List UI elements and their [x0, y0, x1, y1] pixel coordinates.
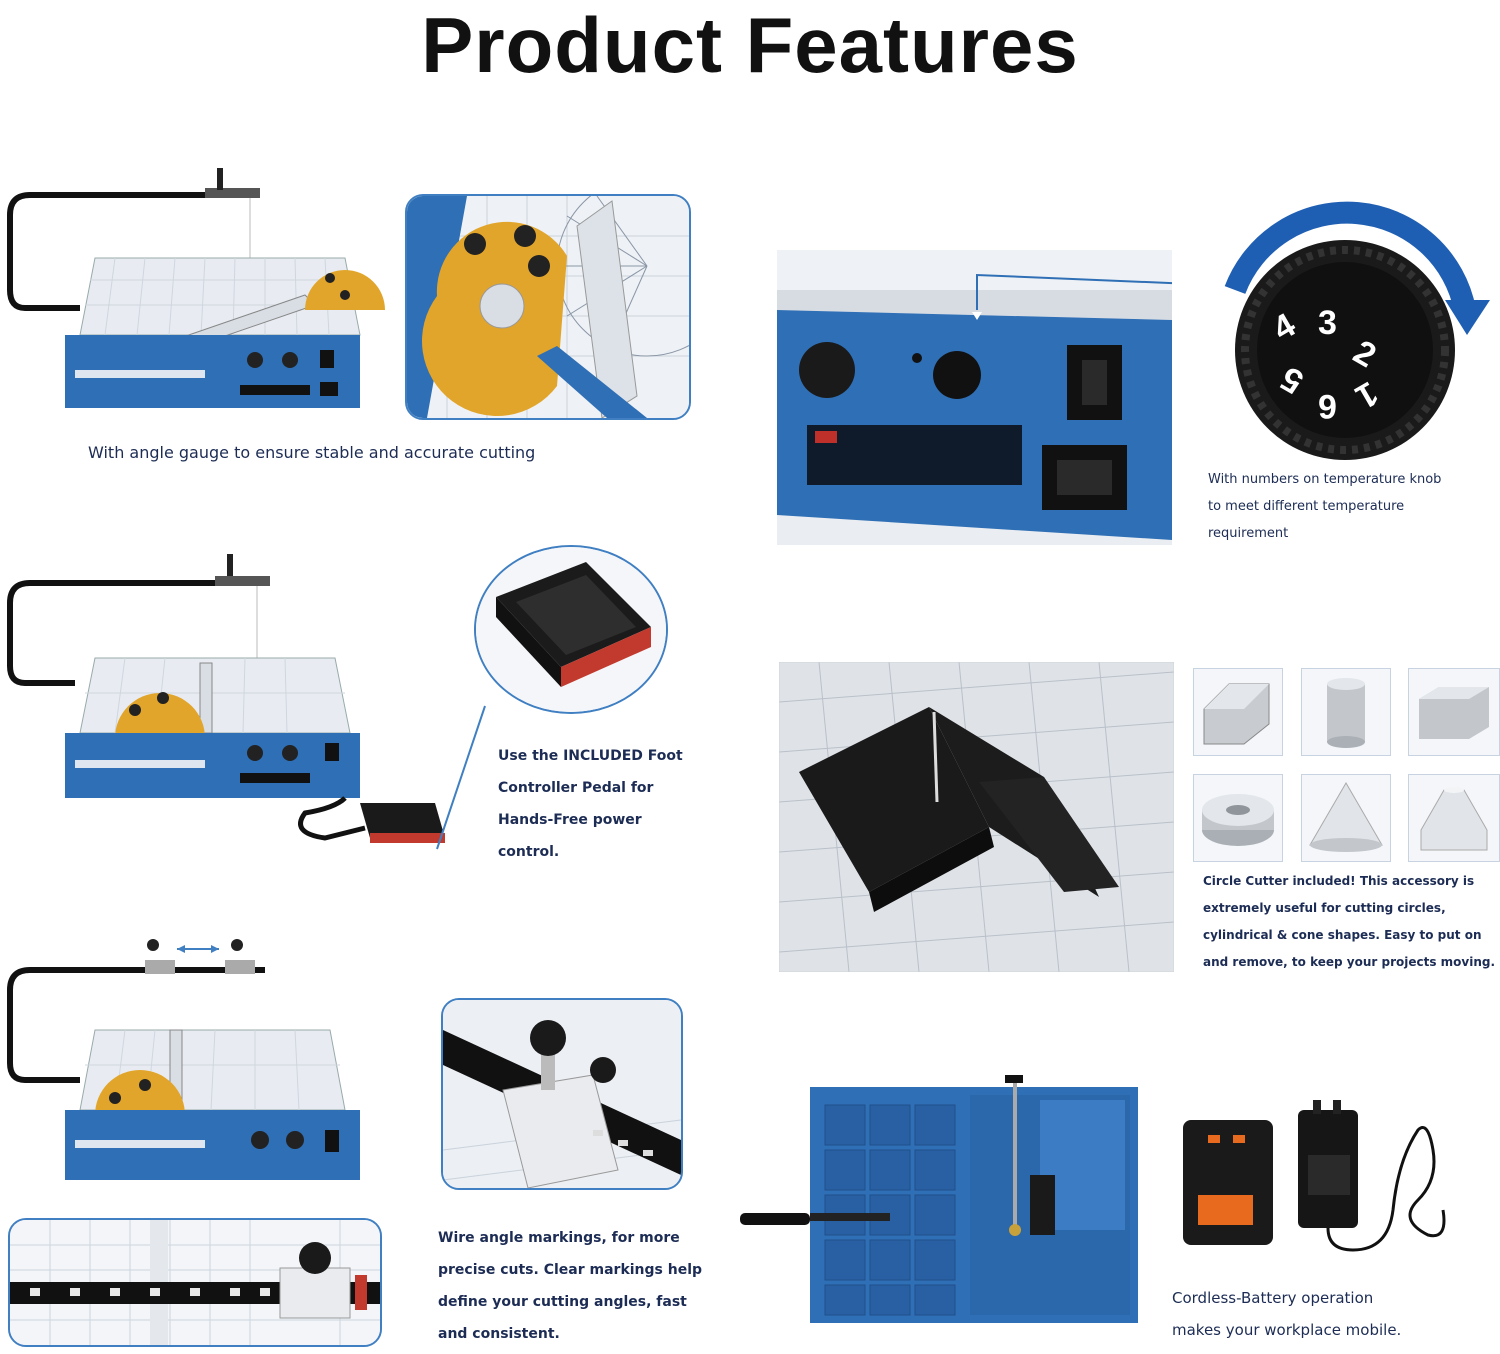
foot-pedal-caption-line-1: Use the INCLUDED Foot	[498, 748, 683, 764]
shape-ring-thumb	[1193, 774, 1283, 862]
angle-gauge-caption: With angle gauge to ensure stable and ac…	[88, 443, 536, 462]
knob-number-3: 3	[1318, 304, 1337, 342]
foot-pedal-caption-line-4: control.	[498, 844, 560, 860]
wire-angle-caption-line-2: precise cuts. Clear markings help	[438, 1262, 703, 1278]
shape-cone-thumb	[1301, 774, 1391, 862]
shape-truncated-cone-thumb	[1408, 774, 1500, 862]
knob-number-6: 6	[1318, 387, 1337, 425]
circle-cutter-caption-line-4: and remove, to keep your projects moving…	[1203, 955, 1496, 969]
battery-charger-image	[1178, 1100, 1468, 1260]
circle-cutter-caption-line-1: Circle Cutter included! This accessory i…	[1203, 874, 1475, 888]
page-title: Product Features	[421, 1, 1079, 89]
temperature-knob-image: 4 3 2 5 1 6	[1205, 200, 1500, 470]
foot-pedal-caption-line-3: Hands-Free power	[498, 812, 642, 828]
circle-cutter-caption-line-3: cylindrical & cone shapes. Easy to put o…	[1203, 928, 1482, 942]
circle-cutter-image	[779, 662, 1174, 972]
cordless-caption: Cordless-Battery operation makes your wo…	[1172, 1282, 1492, 1346]
pedal-connector-line	[435, 704, 495, 854]
wire-angle-caption: Wire angle markings, for more precise cu…	[438, 1222, 718, 1350]
temperature-caption-line-1: With numbers on temperature knob	[1208, 472, 1442, 487]
shape-beveled-block-thumb	[1193, 668, 1283, 756]
foot-pedal-caption: Use the INCLUDED Foot Controller Pedal f…	[498, 740, 758, 868]
wire-clamp-closeup	[441, 998, 683, 1190]
shape-block-thumb	[1408, 668, 1500, 756]
temperature-caption-line-3: requirement	[1208, 526, 1289, 541]
cutter-machine-image-1	[5, 160, 395, 420]
cordless-caption-line-1: Cordless-Battery operation	[1172, 1289, 1374, 1307]
machine-underside-image	[740, 1075, 1140, 1325]
temperature-caption-line-2: to meet different temperature	[1208, 499, 1405, 514]
wire-angle-scale-closeup	[8, 1218, 382, 1347]
shape-cylinder-thumb	[1301, 668, 1391, 756]
temperature-caption: With numbers on temperature knob to meet…	[1208, 466, 1498, 547]
cutter-machine-image-3	[5, 935, 390, 1185]
circle-cutter-caption-line-2: extremely useful for cutting circles,	[1203, 901, 1446, 915]
foot-pedal-caption-line-2: Controller Pedal for	[498, 780, 654, 796]
wire-angle-caption-line-4: and consistent.	[438, 1326, 560, 1342]
wire-angle-caption-line-3: define your cutting angles, fast	[438, 1294, 687, 1310]
cutter-machine-image-2	[5, 548, 465, 858]
angle-gauge-closeup	[405, 194, 691, 420]
circle-cutter-caption: Circle Cutter included! This accessory i…	[1203, 868, 1500, 976]
cordless-caption-line-2: makes your workplace mobile.	[1172, 1321, 1402, 1339]
foot-pedal-closeup	[474, 545, 668, 714]
shape-thumbnails-grid	[1193, 668, 1500, 862]
control-panel-image	[777, 250, 1172, 545]
wire-angle-caption-line-1: Wire angle markings, for more	[438, 1230, 680, 1246]
